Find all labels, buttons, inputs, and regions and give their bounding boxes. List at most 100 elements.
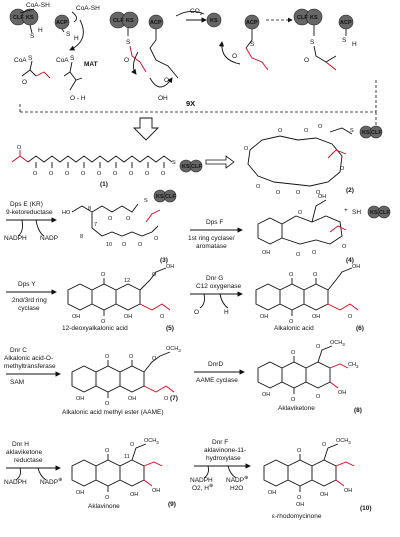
- oh-c10-b: OH: [296, 502, 304, 508]
- acp-label-3: ACP: [246, 20, 258, 26]
- clf-c1: CLF: [191, 164, 202, 170]
- s-atom-3: S: [250, 41, 255, 48]
- o-atom-5: O: [304, 57, 309, 64]
- o-c10-a: O: [297, 448, 302, 454]
- oh-c9-side: OH: [152, 488, 160, 494]
- repeat-9x-label: 9X: [186, 99, 195, 108]
- oh-c4: OH: [318, 194, 326, 200]
- s-mid-label: S: [70, 55, 75, 62]
- compound-5: O O 12 OH O O OH OH 12-deoxyalkalonic ac…: [62, 264, 174, 332]
- dpsF-desc-1: 1st ring cyclase/: [188, 235, 235, 242]
- name-compound-9: Aklavinone: [88, 503, 120, 510]
- oh-c7-b: OH: [128, 396, 136, 402]
- o-c2: O: [33, 171, 38, 177]
- dnrG-desc: C12 oxygenase: [196, 283, 242, 290]
- step-dnrG: Dnr G C12 oxygenase O H: [190, 275, 243, 316]
- o-c4-c: O: [342, 244, 347, 250]
- oh-label: O - H: [70, 95, 86, 102]
- ks-c3: KS: [156, 194, 164, 200]
- plus-sign: +: [344, 207, 348, 214]
- och3-c10: OCH3: [336, 438, 351, 445]
- num11-c9: 11: [124, 454, 130, 460]
- o-c5: O: [81, 171, 86, 177]
- s-c1: S: [172, 160, 176, 166]
- nadp-label-3: NADP⊕: [226, 475, 248, 484]
- num10-c3: 10: [106, 242, 112, 248]
- o-c4-a: O: [296, 252, 301, 258]
- och3-c7: OCH3: [166, 346, 181, 353]
- o-left-label: O: [22, 79, 27, 86]
- o-c6-side: O: [348, 314, 353, 320]
- mat-label: MAT: [84, 61, 98, 68]
- sam-label: SAM: [10, 379, 24, 386]
- o-c3-e: O: [154, 236, 159, 242]
- o-c9: O: [145, 171, 150, 177]
- o-c8-ester: O: [316, 344, 321, 350]
- ch3-c8: CH3: [348, 362, 359, 369]
- o-c3-a: O: [108, 216, 113, 222]
- clf-c3: CLF: [165, 194, 176, 200]
- o-c6-c: O: [289, 319, 294, 325]
- o-c4-d: O: [298, 210, 303, 216]
- num8-c3: 8: [88, 206, 91, 212]
- o-c10-b: O: [297, 495, 302, 501]
- s-c2: S: [350, 128, 354, 134]
- label-compound-5: (5): [166, 325, 174, 332]
- s-atom-acp: S: [66, 31, 71, 38]
- compound-10: O O OCH3 O OH OH OH OH ε-rhodomycinone (…: [263, 438, 372, 520]
- o-c10: O: [161, 171, 166, 177]
- coa-sh-label-1: CoA-SH: [26, 2, 50, 9]
- o-c6-a: O: [289, 272, 294, 278]
- o-c2-b: O: [244, 146, 249, 152]
- oh-c6-a: OH: [260, 314, 268, 320]
- dnrF-desc-2: hydroxylase: [206, 455, 241, 462]
- step-dpsE: Dps E (KR) 9-ketoreductase NADPH NADP: [4, 201, 58, 242]
- o-c4-b: O: [312, 250, 317, 256]
- ks-label-4: KS: [310, 15, 318, 21]
- dnrD-name: DnrD: [208, 361, 223, 368]
- ks-label-1: KS: [26, 15, 34, 21]
- oh-c8-a: OH: [262, 392, 270, 398]
- o-c9-a: O: [105, 448, 110, 454]
- o-c3-b: O: [126, 216, 131, 222]
- name-compound-6: Alkalonic acid: [274, 325, 314, 332]
- o-c9-b: O: [105, 495, 110, 501]
- clf-label-1: CLF: [13, 15, 24, 21]
- o2-label: O: [194, 309, 199, 316]
- label-compound-8: (8): [354, 407, 362, 414]
- o-c1: O: [17, 145, 22, 151]
- dpsE-name: Dps E (KR): [10, 201, 43, 208]
- h2o-label-b: H2O: [230, 485, 243, 492]
- dpsY-desc-2: cyclase: [18, 305, 40, 312]
- acp-label-2: ACP: [150, 20, 162, 26]
- ks-c1: KS: [182, 164, 190, 170]
- oh-c6: OH: [352, 264, 360, 270]
- ks-clf-ball-group-2: CLF KS ACP: [109, 11, 164, 30]
- h-atom-3: H: [352, 41, 357, 48]
- dpsF-desc-2: aromatase: [196, 243, 227, 250]
- o-atom-3: O: [164, 77, 169, 84]
- step-dnrC: Dnr C Alkalonic acid-O- methyltransferas…: [4, 347, 61, 386]
- o-c2-c: O: [278, 128, 283, 134]
- s-left-label: S: [28, 55, 33, 62]
- coa-mid-label: CoA: [56, 57, 69, 64]
- oh-c9-c7: OH: [130, 492, 138, 498]
- compound-8: O O OCH3 O CH3 OH O OH Aklaviketone (8): [257, 340, 362, 414]
- o-c10-ester: O: [322, 442, 327, 448]
- o-c2-g: O: [296, 190, 301, 196]
- oh-c10-a: OH: [268, 490, 276, 496]
- name-compound-7: Alkalonic acid methyl ester (AAME): [62, 409, 164, 416]
- h2o-label: H: [224, 309, 229, 316]
- oh-c4-b: OH: [262, 250, 270, 256]
- s-atom-5: S: [342, 37, 347, 44]
- compound-6: O O O OH O OH OH Alkalonic acid (6): [255, 264, 364, 332]
- nadph-label-3: NADPH: [190, 477, 213, 484]
- coa-sh-label-2: CoA-SH: [76, 5, 100, 12]
- o-atom-2: O: [124, 57, 129, 64]
- och3-c9: OCH3: [144, 438, 159, 445]
- o2h-label: O2, H⊕: [192, 483, 213, 492]
- o-c7-ester: O: [152, 356, 157, 362]
- o-c5-bot: O: [101, 319, 106, 325]
- label-compound-4: (4): [346, 257, 354, 264]
- o-c3-d: O: [138, 242, 143, 248]
